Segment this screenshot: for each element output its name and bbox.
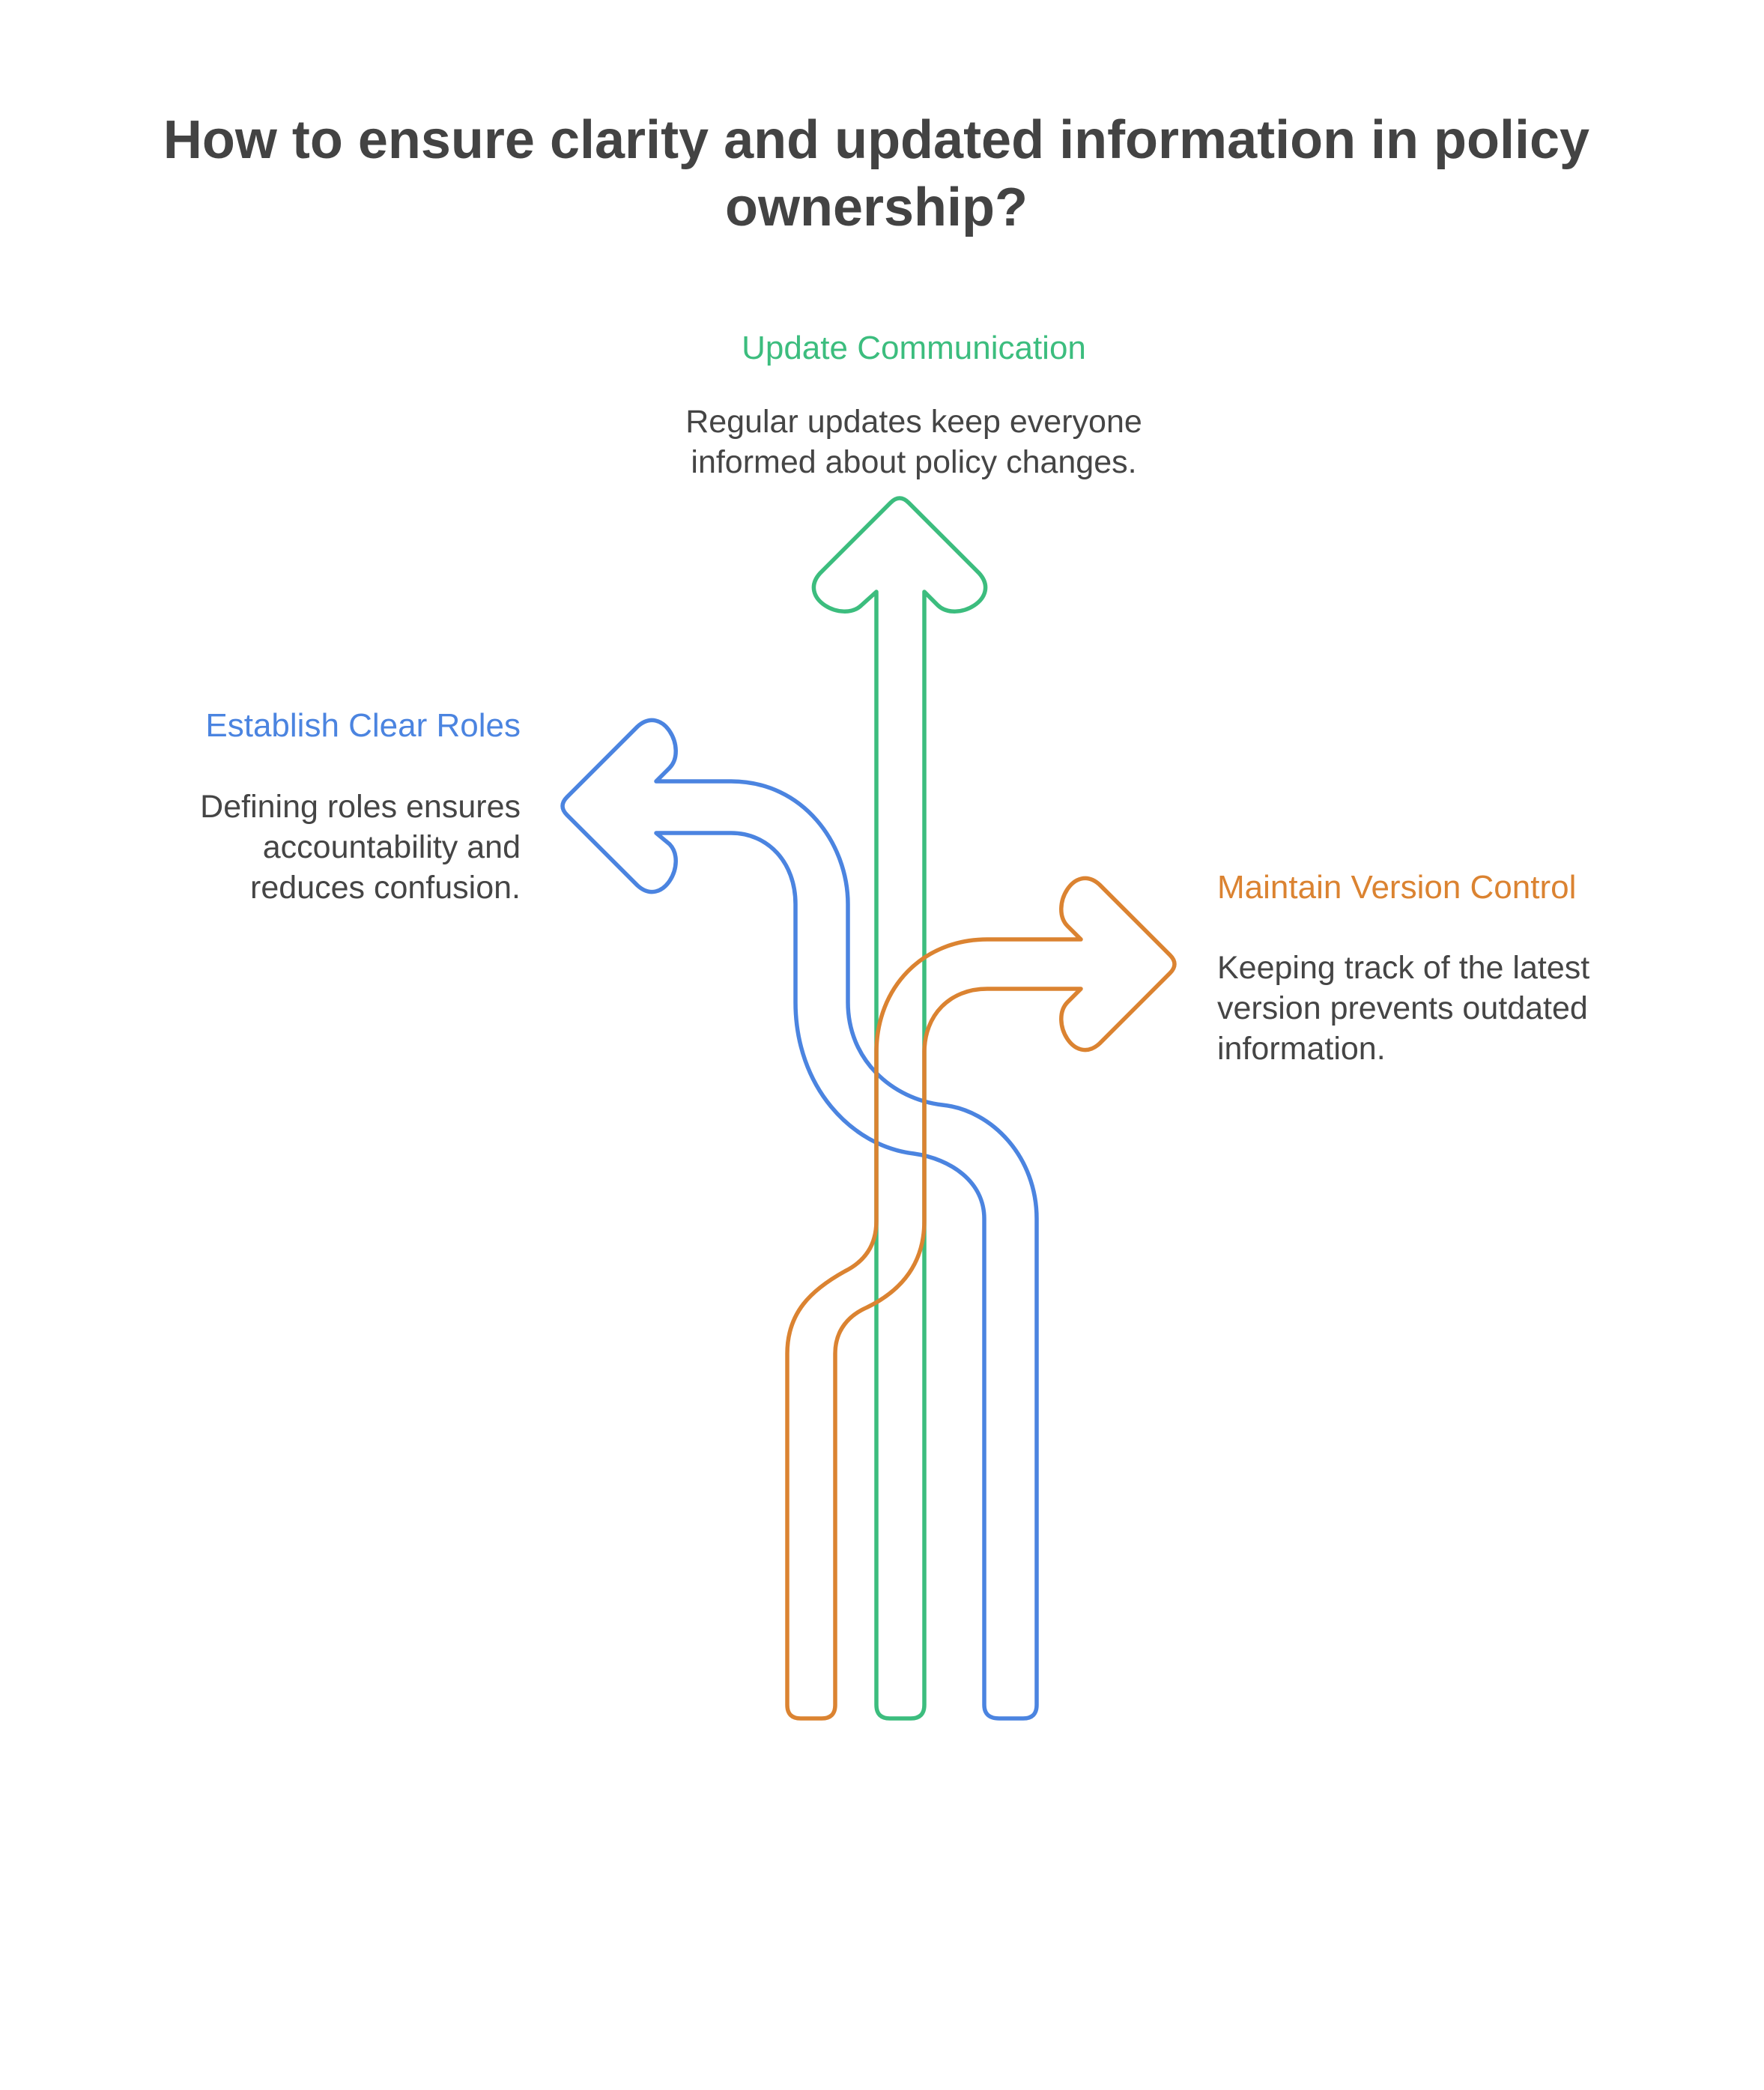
page-title: How to ensure clarity and updated inform… [163, 110, 1590, 237]
branch-heading: Update Communication [742, 330, 1086, 366]
description-line: Defining roles ensures [200, 789, 521, 825]
description-line: version prevents outdated [1217, 990, 1588, 1026]
branch-description: Defining roles ensures accountability an… [120, 787, 521, 908]
arrow-right-icon [785, 876, 1177, 1721]
description-line: accountability and [262, 829, 521, 865]
arrow-left-icon [560, 718, 1039, 1721]
description-line: Regular updates keep everyone [685, 404, 1142, 440]
branch-description: Regular updates keep everyone informed a… [659, 402, 1169, 482]
description-line: reduces confusion. [250, 870, 521, 906]
branch-description: Keeping track of the latest version prev… [1217, 948, 1589, 1069]
description-line: informed about policy changes. [691, 444, 1137, 480]
description-line: information. [1217, 1031, 1386, 1067]
description-line: Keeping track of the latest [1217, 950, 1590, 986]
branch-heading: Maintain Version Control [1217, 869, 1577, 906]
arrow-up-icon [811, 496, 988, 1721]
branch-heading: Establish Clear Roles [205, 707, 521, 744]
